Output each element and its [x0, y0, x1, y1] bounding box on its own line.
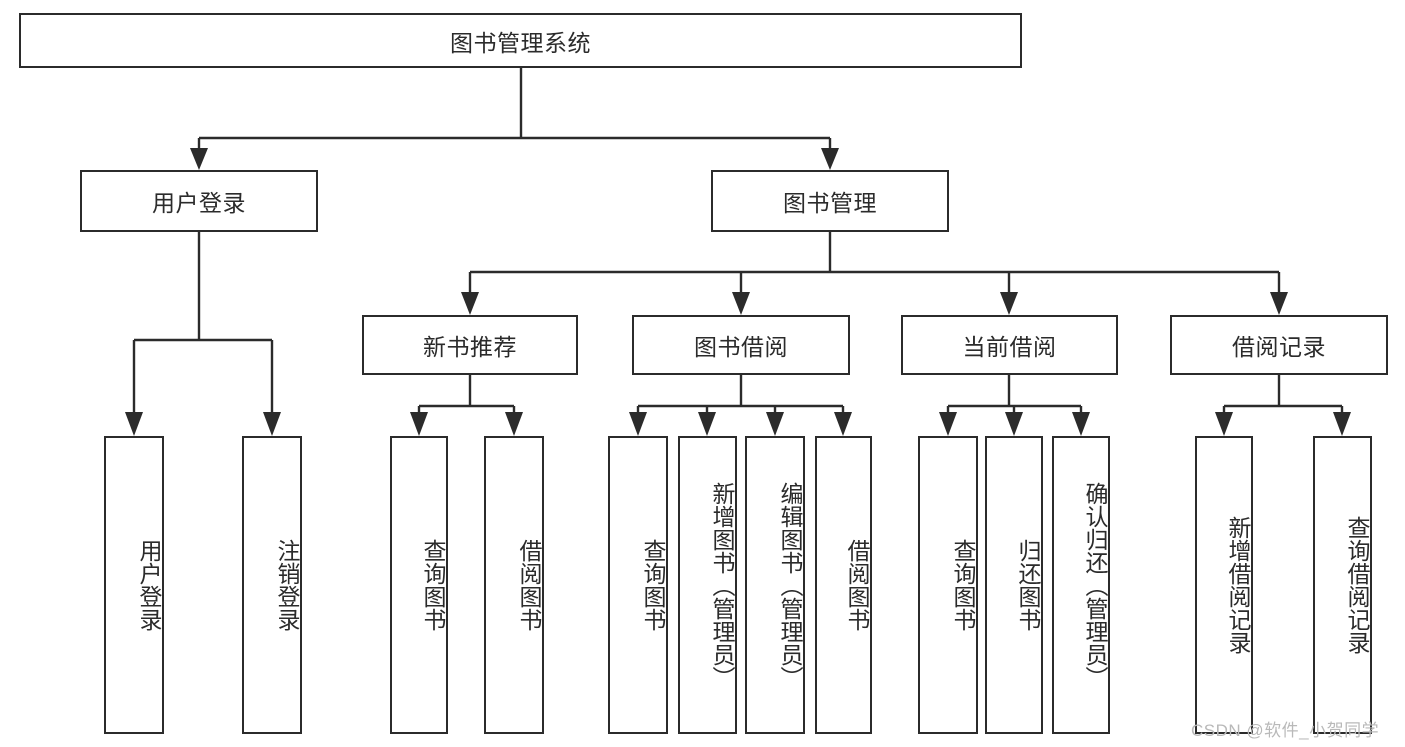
arrow-new-book-rec [461, 292, 479, 315]
arrow-dqjy-return [1005, 412, 1023, 436]
node-leaf-return-book[interactable]: 归还图书 [985, 436, 1043, 734]
arrow-dqjy-confirm [1072, 412, 1090, 436]
arrow-user-login [190, 148, 208, 170]
arrow-tsjy-add [698, 412, 716, 436]
node-new-book-recommendation[interactable]: 新书推荐 [362, 315, 578, 375]
node-leaf-user-login[interactable]: 用户登录 [104, 436, 164, 734]
arrow-nbr-borrow [505, 412, 523, 436]
node-label: 归还图书 [1015, 539, 1041, 631]
node-label: 图书借阅 [694, 334, 788, 360]
node-label: 新书推荐 [423, 334, 517, 360]
node-label: 图书管理 [783, 190, 877, 216]
node-leaf-edit-book-admin[interactable]: 编辑图书（管理员） [745, 436, 805, 734]
arrow-jyjl-add [1215, 412, 1233, 436]
node-label: 借阅记录 [1232, 334, 1326, 360]
csdn-watermark: CSDN @软件_小贺同学 [1191, 721, 1380, 740]
node-label: 新增图书（管理员） [709, 481, 735, 689]
arrow-tsjy-query [629, 412, 647, 436]
arrow-tsjy-edit [766, 412, 784, 436]
node-label: 图书管理系统 [450, 29, 591, 56]
node-label: 编辑图书（管理员） [777, 481, 803, 689]
node-label: 用户登录 [152, 190, 246, 216]
node-leaf-borrow-book[interactable]: 借阅图书 [815, 436, 872, 734]
node-label: 查询借阅记录 [1344, 516, 1370, 654]
node-label: 新增借阅记录 [1225, 516, 1251, 654]
arrow-jyjl-query [1333, 412, 1351, 436]
node-leaf-borrow-book-rec[interactable]: 借阅图书 [484, 436, 544, 734]
arrow-current-borrow [1000, 292, 1018, 315]
node-label: 用户登录 [136, 539, 162, 631]
arrow-dqjy-query [939, 412, 957, 436]
node-label: 查询图书 [640, 539, 666, 631]
node-label: 借阅图书 [844, 539, 870, 631]
node-label: 借阅图书 [516, 539, 542, 631]
node-leaf-query-book-current[interactable]: 查询图书 [918, 436, 978, 734]
node-user-login[interactable]: 用户登录 [80, 170, 318, 232]
node-book-borrowing[interactable]: 图书借阅 [632, 315, 850, 375]
arrow-book-manage [821, 148, 839, 170]
node-root-book-management-system[interactable]: 图书管理系统 [19, 13, 1022, 68]
node-leaf-query-borrow-record[interactable]: 查询借阅记录 [1313, 436, 1372, 734]
arrow-leaf-user-login [125, 412, 143, 436]
node-current-borrowing[interactable]: 当前借阅 [901, 315, 1118, 375]
node-label: 查询图书 [420, 539, 446, 631]
arrow-book-borrow [732, 292, 750, 315]
node-leaf-add-book-admin[interactable]: 新增图书（管理员） [678, 436, 737, 734]
node-label: 确认归还（管理员） [1082, 481, 1108, 689]
node-borrowing-record[interactable]: 借阅记录 [1170, 315, 1388, 375]
node-book-management[interactable]: 图书管理 [711, 170, 949, 232]
arrow-tsjy-borrow [834, 412, 852, 436]
arrow-borrow-record [1270, 292, 1288, 315]
arrow-nbr-query [410, 412, 428, 436]
node-label: 当前借阅 [962, 334, 1057, 360]
node-leaf-logout[interactable]: 注销登录 [242, 436, 302, 734]
node-label: 查询图书 [950, 539, 976, 631]
node-leaf-query-book-borrow[interactable]: 查询图书 [608, 436, 668, 734]
node-label: 注销登录 [274, 539, 300, 631]
node-leaf-confirm-return-admin[interactable]: 确认归还（管理员） [1052, 436, 1110, 734]
arrow-leaf-logout [263, 412, 281, 436]
node-leaf-query-book-rec[interactable]: 查询图书 [390, 436, 448, 734]
node-leaf-add-borrow-record[interactable]: 新增借阅记录 [1195, 436, 1253, 734]
